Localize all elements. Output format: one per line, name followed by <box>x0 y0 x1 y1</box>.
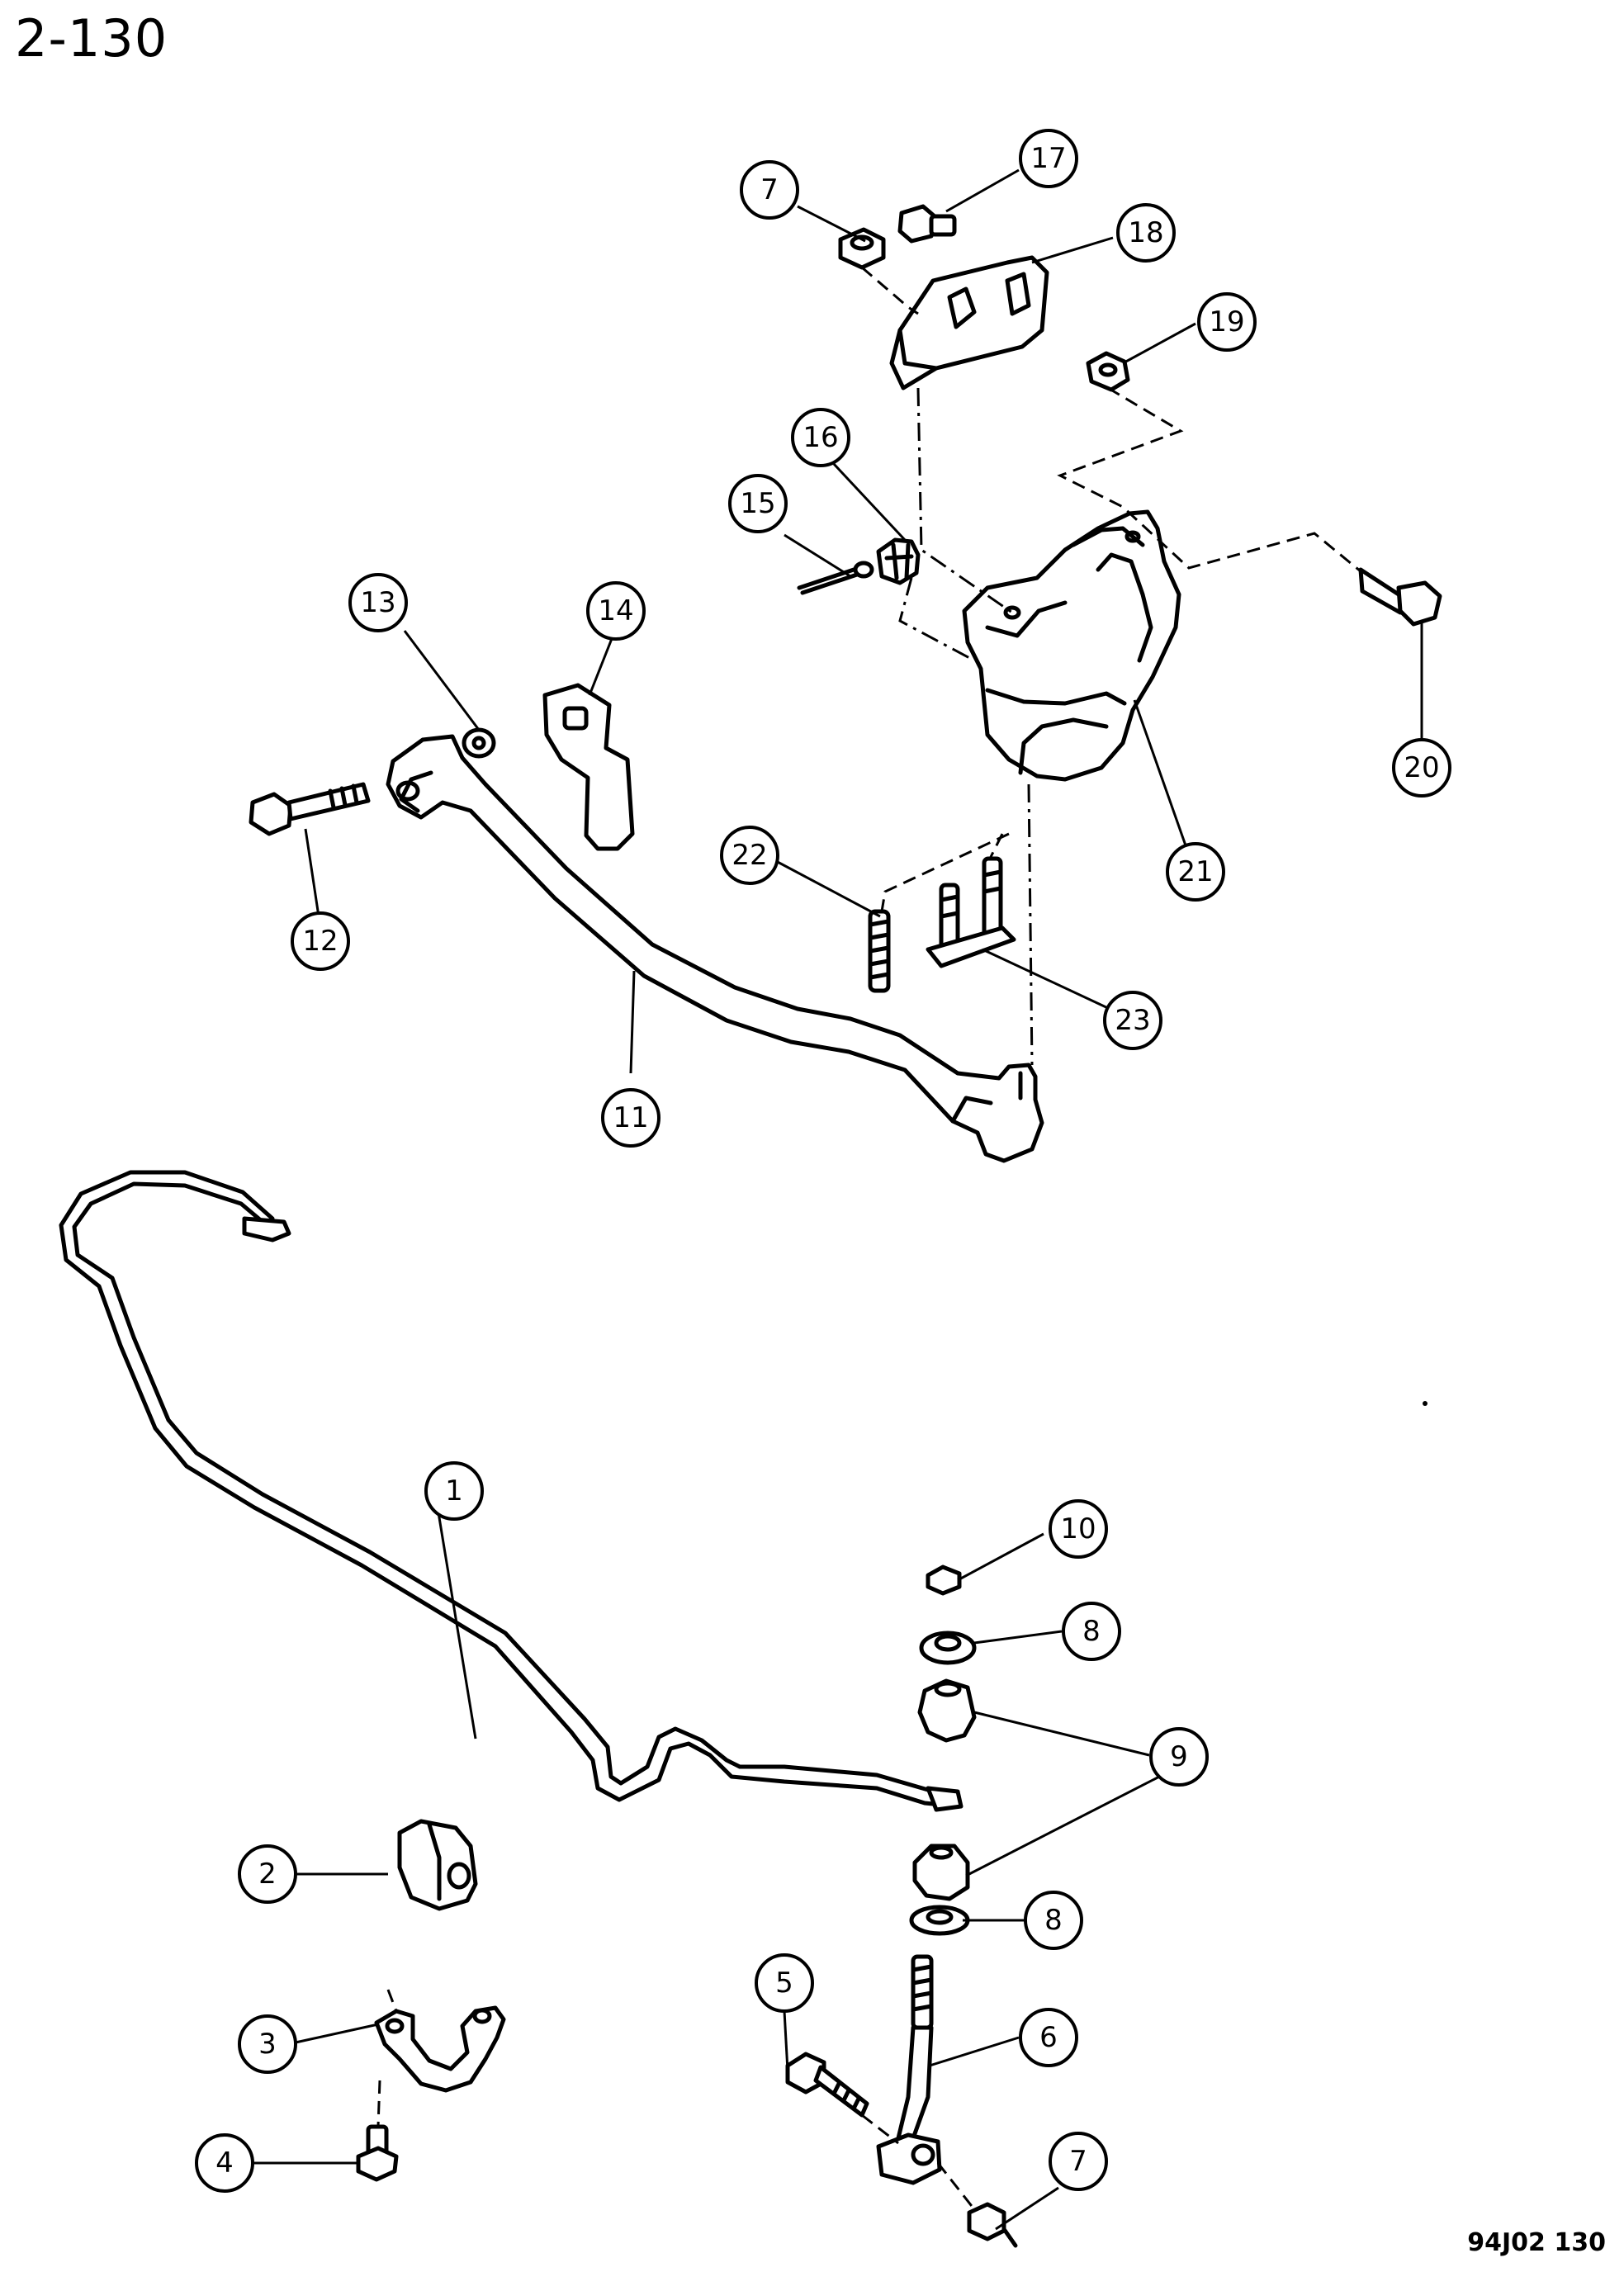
svg-text:10: 10 <box>1060 1512 1096 1545</box>
washer-13 <box>462 727 496 759</box>
figure-code: 94J02 130 <box>1467 2228 1606 2257</box>
assembly-lines <box>376 266 1361 2210</box>
svg-text:9: 9 <box>1170 1740 1188 1773</box>
retainer-8-lower <box>909 1905 970 1936</box>
callout-10: 10 <box>1049 1499 1108 1559</box>
callout-11: 11 <box>601 1088 660 1148</box>
callout-5: 5 <box>755 1953 814 2013</box>
callout-16: 16 <box>791 408 850 467</box>
nut-7-top <box>838 227 886 270</box>
bolt-12 <box>249 782 371 836</box>
bolt-17 <box>897 204 957 244</box>
callout-8-upper: 8 <box>1062 1602 1121 1661</box>
svg-text:8: 8 <box>1082 1615 1101 1648</box>
callout-7-bottom: 7 <box>1049 2132 1108 2191</box>
svg-text:14: 14 <box>598 594 633 627</box>
link-6 <box>876 1954 942 2185</box>
callout-3: 3 <box>238 2014 297 2074</box>
svg-text:5: 5 <box>775 1967 793 2000</box>
callout-14: 14 <box>586 581 646 641</box>
callout-18: 18 <box>1116 203 1176 263</box>
svg-text:22: 22 <box>732 839 767 872</box>
castle-nut-16 <box>876 537 921 585</box>
grommet-9-upper <box>917 1678 977 1743</box>
callout-21: 21 <box>1166 842 1225 902</box>
svg-text:1: 1 <box>445 1474 463 1508</box>
bushing-2 <box>397 1819 478 1911</box>
stabilizer-bar-1 <box>59 1170 964 1812</box>
nut-19 <box>1086 351 1130 392</box>
bolt-20 <box>1358 567 1442 627</box>
callout-8-lower: 8 <box>1024 1891 1083 1950</box>
callout-15: 15 <box>728 474 788 533</box>
stud-plate-23 <box>926 856 1016 968</box>
cotter-pin-15 <box>797 561 874 595</box>
callout-20: 20 <box>1392 738 1451 798</box>
svg-text:7: 7 <box>1069 2145 1087 2178</box>
svg-text:23: 23 <box>1115 1004 1150 1037</box>
svg-text:8: 8 <box>1044 1904 1063 1937</box>
callout-12: 12 <box>291 911 350 971</box>
clamp-3 <box>374 2005 506 2093</box>
svg-text:16: 16 <box>803 421 838 454</box>
page-title: 2-130 <box>15 8 168 69</box>
svg-text:19: 19 <box>1209 305 1244 338</box>
svg-text:6: 6 <box>1039 2021 1058 2054</box>
callout-4: 4 <box>195 2133 254 2193</box>
svg-text:13: 13 <box>360 586 395 619</box>
leader-lines <box>253 168 1423 2231</box>
svg-text:20: 20 <box>1404 751 1439 784</box>
svg-text:17: 17 <box>1030 142 1066 175</box>
bracket-21 <box>962 509 1181 782</box>
callout-13: 13 <box>348 573 408 632</box>
svg-text:15: 15 <box>740 487 775 520</box>
svg-text:18: 18 <box>1128 216 1163 249</box>
svg-text:21: 21 <box>1177 855 1213 888</box>
callout-1: 1 <box>424 1461 484 1521</box>
svg-text:4: 4 <box>215 2147 234 2180</box>
bracket-14 <box>542 683 635 851</box>
callout-7-top: 7 <box>740 160 799 220</box>
stray-dot <box>1423 1401 1428 1406</box>
bracket-18 <box>889 255 1049 390</box>
callout-6: 6 <box>1019 2008 1078 2067</box>
svg-text:2: 2 <box>258 1858 277 1891</box>
grommet-9-lower <box>912 1844 970 1901</box>
bolt-4 <box>356 2124 399 2182</box>
callout-22: 22 <box>720 826 779 885</box>
nut-7-bottom <box>967 2202 1018 2248</box>
callout-9: 9 <box>1149 1727 1209 1787</box>
callout-2: 2 <box>238 1844 297 1904</box>
svg-text:7: 7 <box>760 173 779 206</box>
svg-text:12: 12 <box>302 925 338 958</box>
svg-text:11: 11 <box>613 1101 648 1134</box>
callout-19: 19 <box>1197 292 1257 352</box>
retainer-8-upper <box>919 1631 977 1665</box>
svg-text:3: 3 <box>258 2028 277 2061</box>
stud-22 <box>868 909 891 993</box>
nut-10 <box>926 1564 962 1596</box>
callout-17: 17 <box>1019 129 1078 188</box>
callout-23: 23 <box>1103 991 1162 1050</box>
bolt-5 <box>785 2052 869 2118</box>
track-bar-11 <box>386 734 1044 1163</box>
